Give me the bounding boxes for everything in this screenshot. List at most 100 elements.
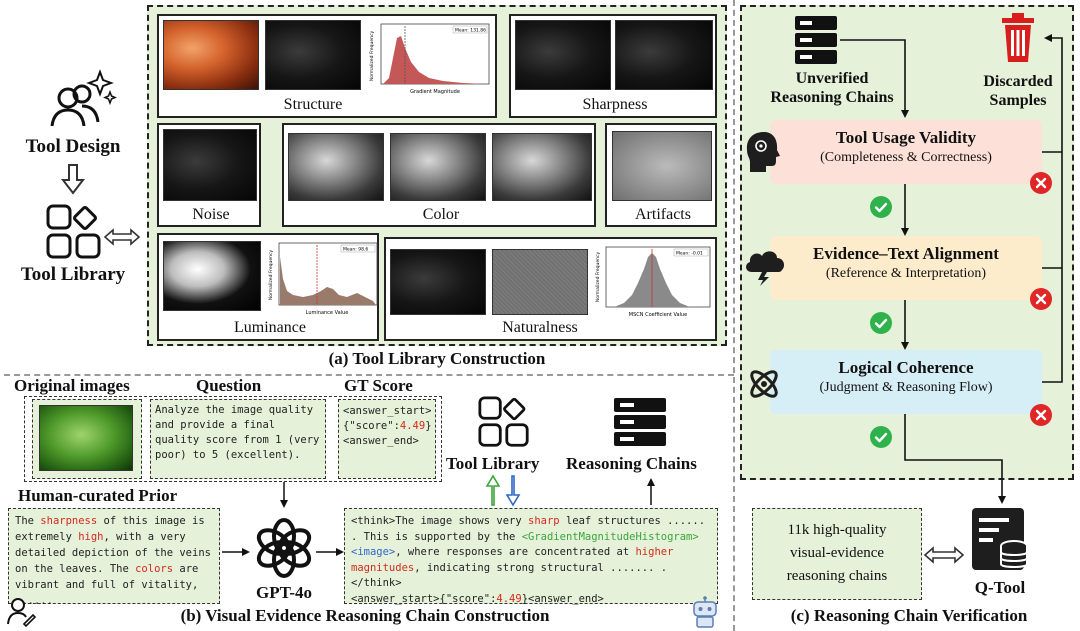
luminance-histogram: Mean: 98.6 Luminance Value Normalized Fr… [268,242,378,316]
step-logical-coherence: Logical Coherence (Judgment & Reasoning … [770,350,1042,414]
output-image-tag: <image> [351,546,396,558]
luminance-panel: Mean: 98.6 Luminance Value Normalized Fr… [157,233,379,341]
people-sparkle-icon [50,69,117,127]
q-tool-label: Q-Tool [974,578,1026,597]
luminance-image [163,241,261,311]
luminance-label: Luminance [234,319,306,336]
human-prior-box: The sharpness of this image is extremely… [8,508,220,607]
step2-subtitle: (Reference & Interpretation) [825,266,987,281]
output-tool-tag: <GradientMagnitudeHistogram> [521,530,699,543]
tool-library-icon-b [478,396,529,447]
result-box: 11k high-quality visual-evidence reasoni… [752,508,922,600]
step2-title: Evidence–Text Alignment [813,244,999,263]
artifacts-label: Artifacts [635,206,691,223]
naturalness-image-1 [390,249,486,315]
trash-icon [1002,13,1034,62]
artifacts-panel: Artifacts [605,123,717,227]
structure-original-image [163,20,259,90]
arrows-section-b [222,474,655,556]
gt-score-value: 4.49 [399,420,426,432]
discarded-label: Discarded Samples [983,73,1053,109]
color-label: Color [422,206,460,223]
naturalness-image-2 [492,249,588,315]
step1-reject-icon [1030,172,1052,194]
openai-logo-icon [256,518,312,578]
gt-answer-start: <answer_start> [343,405,432,417]
storm-cloud-icon [746,251,785,286]
naturalness-hist-ylabel: Normalized Frequency [595,252,601,303]
structure-label: Structure [283,96,343,113]
inputs-dashed-group [24,396,442,482]
step2-reject-icon [1030,288,1052,310]
gt-score-label: GT Score [344,376,413,395]
output-score-value: 4.49 [496,592,522,605]
sharpness-panel: Sharpness [509,14,717,118]
structure-hist-ylabel: Normalized Frequency [369,31,375,82]
tool-library-label: Tool Library [20,264,126,285]
tool-library-label-b: Tool Library [446,454,540,473]
luminance-hist-legend: Mean: 98.6 [343,247,368,253]
structure-histogram: Mean: 131.86 Gradient Magnitude Normaliz… [369,23,490,95]
gpt-label: GPT-4o [255,583,313,602]
artifacts-image [612,131,712,201]
structure-panel: Mean: 131.86 Gradient Magnitude Normaliz… [157,14,497,118]
server-icon-c [795,16,837,64]
reasoning-chains-label-b: Reasoning Chains [566,454,697,473]
question-box: Analyze the image quality and provide a … [150,399,326,479]
step1-subtitle: (Completeness & Correctness) [820,150,992,165]
step3-reject-icon [1030,404,1052,426]
human-prior-label: Human-curated Prior [18,486,178,505]
output-higher-magnitudes: higher magnitudes [351,546,674,574]
color-panel: Color [282,123,596,227]
naturalness-hist-legend: Mean: -0.01 [676,251,703,257]
gt-answer-end: <answer_end> [343,435,419,447]
original-image-box [32,399,142,479]
reasoning-output-box: <think>The image shows very sharp leaf s… [344,508,718,605]
structure-hist-xlabel: Gradient Magnitude [410,89,460,95]
color-image-3 [492,133,592,201]
naturalness-hist-xlabel: MSCN Coefficient Value [629,312,687,318]
atom-icon [750,370,778,398]
question-text: Analyze the image quality and provide a … [155,404,320,461]
q-tool-server-icon [972,508,1028,570]
vertical-divider [733,0,735,631]
color-image-1 [288,133,384,201]
tool-design-label: Tool Design [25,136,121,157]
server-icon-b [614,398,666,446]
original-images-label: Original images [14,376,130,395]
result-text: 11k high-quality visual-evidence reasoni… [786,522,888,584]
luminance-hist-ylabel: Normalized Frequency [268,250,274,301]
luminance-hist-xlabel: Luminance Value [306,310,349,316]
step3-title: Logical Coherence [838,358,974,377]
color-image-2 [390,133,486,201]
gt-score-box: <answer_start> {"score":4.49} <answer_en… [338,399,436,479]
naturalness-label: Naturalness [502,319,578,336]
brain-head-icon [746,132,780,172]
section-b-title: (b) Visual Evidence Reasoning Chain Cons… [180,606,550,625]
naturalness-panel: Mean: -0.01 MSCN Coefficient Value Norma… [384,237,717,341]
section-a-title: (a) Tool Library Construction [328,349,546,368]
sharpness-label: Sharpness [582,96,648,113]
structure-gradient-image [265,20,361,90]
robot-icon [693,596,717,628]
horizontal-divider [4,374,734,376]
question-label: Question [196,376,262,395]
double-arrow-icon [103,228,141,246]
step3-pass-icon [870,426,892,448]
unverified-label: Unverified Reasoning Chains [770,70,894,106]
step1-pass-icon [870,196,892,218]
prior-high: high [78,531,104,543]
step2-pass-icon [870,312,892,334]
noise-image [163,129,257,201]
sharpness-image-1 [515,20,611,90]
original-leaf-image [39,405,133,471]
noise-label: Noise [192,206,230,223]
user-edit-icon [7,598,37,628]
step-tool-usage-validity: Tool Usage Validity (Completeness & Corr… [770,120,1042,184]
double-arrow-c-icon [923,546,965,564]
prior-sharpness: sharpness [40,515,98,527]
sharpness-image-2 [615,20,713,90]
tool-design-group: Tool Design Tool Library [8,60,138,290]
structure-hist-legend: Mean: 131.86 [455,28,486,34]
